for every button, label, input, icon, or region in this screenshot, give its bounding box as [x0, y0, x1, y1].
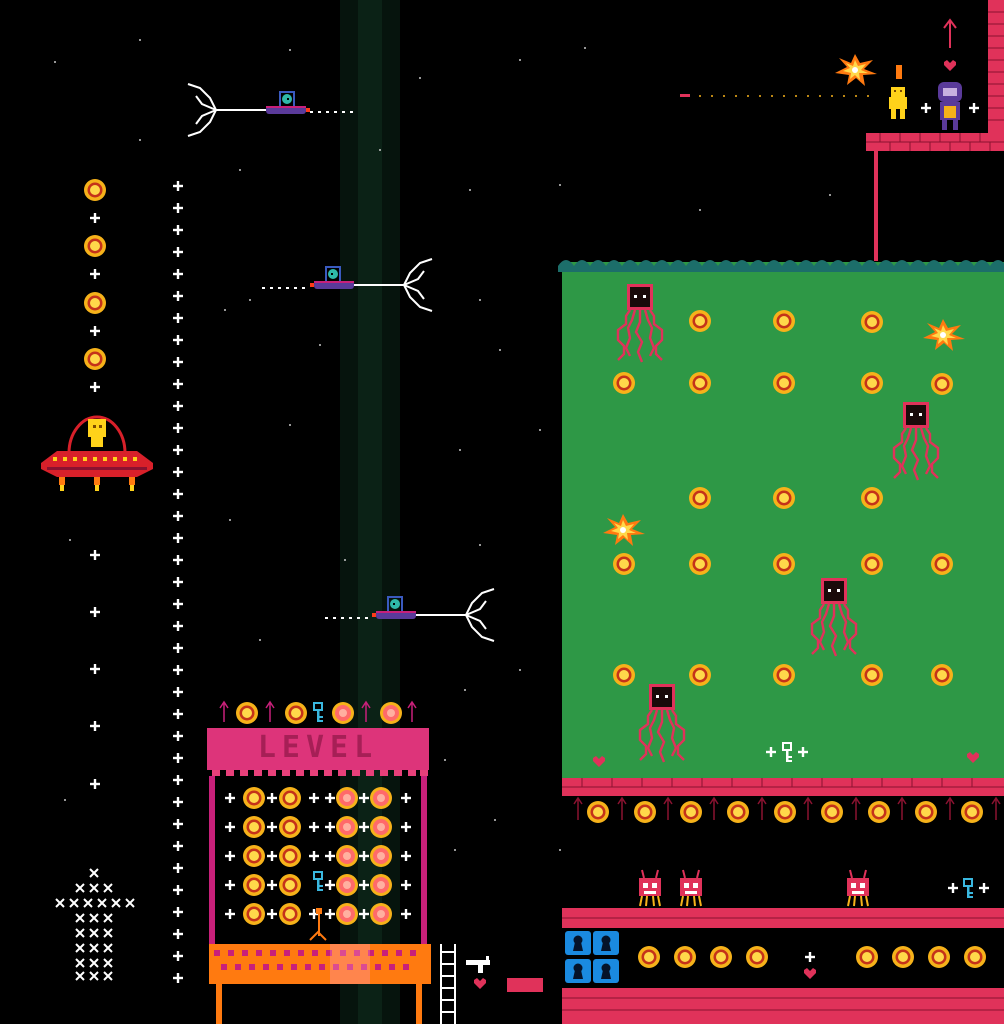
key-icon[interactable] [963, 878, 974, 899]
claw-ship-icon[interactable] [187, 83, 321, 137]
keyhole-lock-icon[interactable] [593, 931, 619, 955]
key-icon[interactable] [313, 702, 324, 723]
pin-icon [309, 908, 327, 941]
coin-row-spikes [573, 796, 1001, 823]
keyhole-lock-icon[interactable] [593, 959, 619, 983]
coin-icon [84, 179, 106, 201]
brick-wall-top-right [988, 0, 1004, 134]
robot-icon[interactable] [846, 869, 870, 907]
dotted-trail [325, 617, 368, 619]
keyhole-lock-icon[interactable] [565, 959, 591, 983]
coin-icon [84, 348, 106, 370]
explosion-icon [835, 54, 877, 86]
canopy-sign: LEVEL [257, 730, 379, 765]
coin-icon [84, 292, 106, 314]
coin-icon [84, 235, 106, 257]
ufo-icon[interactable] [41, 415, 153, 491]
gun-icon[interactable] [466, 956, 490, 973]
robot-icon[interactable] [638, 869, 662, 907]
green-pool-area [558, 260, 1004, 780]
kiosk-booth [207, 700, 431, 1024]
robot-icon[interactable] [679, 869, 703, 907]
background-stars [54, 39, 831, 851]
keyhole-lock-icon[interactable] [565, 931, 591, 955]
ladder-icon[interactable] [440, 944, 456, 1024]
brick-ledge-top-right [866, 133, 1004, 261]
goal-character-icon [938, 82, 962, 130]
dotted-trail [262, 287, 305, 289]
sparkle-column [173, 181, 183, 983]
brick-floor-mid [562, 778, 1004, 796]
dotted-trail [310, 111, 353, 113]
up-arrow-icon [943, 18, 957, 48]
key-icon[interactable] [313, 871, 324, 892]
player-icon[interactable] [889, 65, 907, 119]
key-icon[interactable] [782, 742, 792, 762]
pink-block [507, 978, 543, 992]
wave-row [558, 260, 1004, 272]
star-arrow-pointer [55, 868, 135, 981]
bullet-trail [680, 94, 869, 97]
heart-icon [944, 60, 956, 71]
heart-icon [474, 978, 486, 989]
brick-platform-bottom [562, 908, 1004, 1024]
